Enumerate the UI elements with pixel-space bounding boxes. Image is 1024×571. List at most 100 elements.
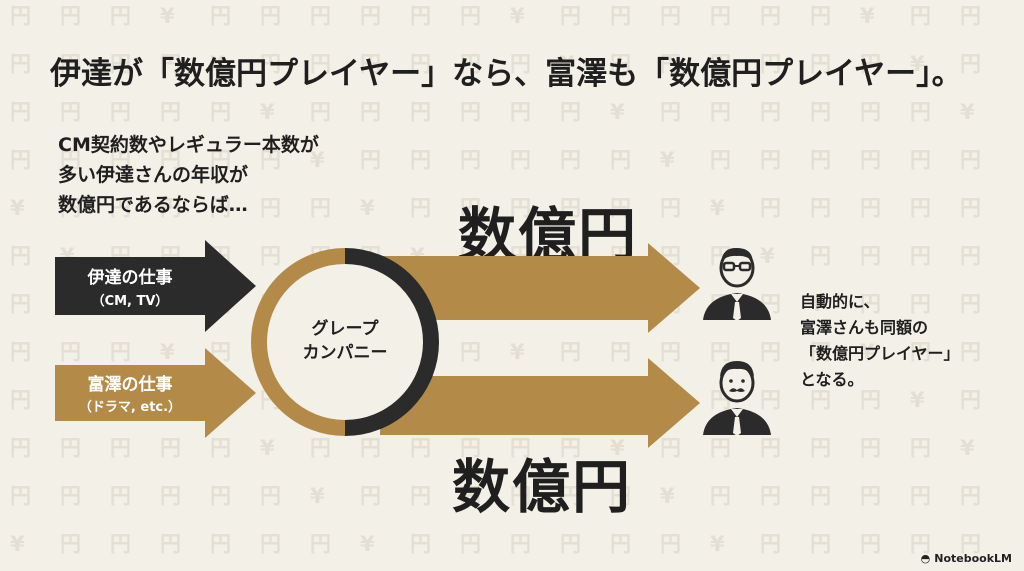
- background-glyph: ¥: [710, 196, 725, 220]
- background-glyph: 円: [910, 340, 931, 364]
- background-glyph: 円: [560, 148, 581, 172]
- background-glyph: ¥: [360, 532, 375, 556]
- background-glyph: ¥: [10, 196, 25, 220]
- background-glyph: ¥: [860, 4, 875, 28]
- background-glyph: 円: [110, 340, 131, 364]
- background-glyph: 円: [560, 484, 581, 508]
- background-glyph: 円: [760, 52, 781, 76]
- background-glyph: ¥: [810, 292, 825, 316]
- company-ring-left: [251, 248, 346, 436]
- background-glyph: 円: [610, 52, 631, 76]
- background-glyph: 円: [510, 52, 531, 76]
- background-glyph: 円: [610, 532, 631, 556]
- background-glyph: ¥: [260, 100, 275, 124]
- background-glyph: 円: [10, 292, 31, 316]
- background-glyph: 円: [960, 532, 981, 556]
- result-line: 「数億円プレイヤー」: [800, 344, 960, 363]
- background-glyph: 円: [660, 196, 681, 220]
- background-glyph: 円: [410, 436, 431, 460]
- background-glyph: 円: [910, 4, 931, 28]
- background-glyph: 円: [460, 436, 481, 460]
- background-glyph: 円: [760, 148, 781, 172]
- background-glyph: ¥: [760, 244, 775, 268]
- background-glyph: 円: [310, 532, 331, 556]
- background-glyph: 円: [360, 4, 381, 28]
- background-glyph: ¥: [910, 388, 925, 412]
- background-glyph: 円: [960, 340, 981, 364]
- background-glyph: 円: [610, 340, 631, 364]
- flow-to-date: [380, 243, 700, 335]
- background-glyph: ¥: [660, 148, 675, 172]
- date-work-title: 伊達の仕事: [87, 267, 173, 288]
- background-glyph: ¥: [10, 532, 25, 556]
- background-glyph: 円: [260, 196, 281, 220]
- background-glyph: 円: [660, 340, 681, 364]
- background-glyph: 円: [810, 436, 831, 460]
- background-glyph: 円: [510, 532, 531, 556]
- background-glyph: ¥: [510, 340, 525, 364]
- background-glyph: 円: [160, 100, 181, 124]
- background-glyph: 円: [110, 484, 131, 508]
- background-glyph: 円: [810, 4, 831, 28]
- background-glyph: 円: [60, 436, 81, 460]
- background-glyph: ¥: [210, 52, 225, 76]
- intro-line: 数億円であるならば…: [58, 194, 248, 216]
- background-glyph: 円: [10, 52, 31, 76]
- tomizawa-work-arrow: [55, 348, 256, 438]
- background-glyph: 円: [810, 244, 831, 268]
- background-glyph: 円: [910, 532, 931, 556]
- background-glyph: 円: [10, 100, 31, 124]
- background-glyph: 円: [960, 292, 981, 316]
- company-name-line1: グレープ: [312, 318, 380, 339]
- background-glyph: 円: [810, 484, 831, 508]
- result-line: 自動的に、: [800, 292, 880, 311]
- background-glyph: 円: [160, 484, 181, 508]
- background-glyph: 円: [560, 532, 581, 556]
- background-glyph: 円: [410, 4, 431, 28]
- background-glyph: ¥: [610, 436, 625, 460]
- background-glyph: 円: [460, 196, 481, 220]
- background-glyph: 円: [210, 100, 231, 124]
- background-glyph: 円: [210, 436, 231, 460]
- background-glyph: 円: [960, 4, 981, 28]
- background-glyph: 円: [810, 388, 831, 412]
- background-glyph: 円: [860, 484, 881, 508]
- background-glyph: ¥: [310, 148, 325, 172]
- background-glyph: ¥: [560, 52, 575, 76]
- background-glyph: 円: [960, 196, 981, 220]
- background-glyph: 円: [110, 4, 131, 28]
- background-glyph: 円: [810, 100, 831, 124]
- background-glyph: 円: [810, 340, 831, 364]
- background-glyph: 円: [210, 196, 231, 220]
- background-glyph: 円: [60, 148, 81, 172]
- background-glyph: 円: [110, 148, 131, 172]
- date-work-arrow: [55, 240, 256, 332]
- background-glyph: 円: [660, 4, 681, 28]
- background-glyph: ¥: [660, 484, 675, 508]
- background-glyph: 円: [60, 100, 81, 124]
- background-glyph: 円: [410, 532, 431, 556]
- background-glyph: 円: [360, 484, 381, 508]
- background-glyph: 円: [560, 196, 581, 220]
- brand-label: NotebookLM: [934, 552, 1012, 565]
- background-glyph: 円: [860, 436, 881, 460]
- background-glyph: 円: [610, 148, 631, 172]
- background-glyph: 円: [860, 532, 881, 556]
- background-glyph: 円: [860, 292, 881, 316]
- background-glyph: 円: [710, 52, 731, 76]
- background-glyph: ¥: [510, 4, 525, 28]
- company-ring-right: [344, 248, 439, 436]
- tomizawa-work-sub: （ドラマ, etc.）: [79, 399, 181, 415]
- company-name-line2: カンパニー: [303, 343, 388, 363]
- background-glyph: 円: [10, 484, 31, 508]
- background-glyph: 円: [660, 436, 681, 460]
- background-glyph: 円: [60, 196, 81, 220]
- background-glyph: 円: [710, 100, 731, 124]
- background-glyph: 円: [260, 148, 281, 172]
- background-glyph: 円: [160, 52, 181, 76]
- background-glyph: 円: [210, 532, 231, 556]
- background-glyph: 円: [960, 148, 981, 172]
- background-glyph: 円: [910, 484, 931, 508]
- background-glyph: ¥: [960, 436, 975, 460]
- background-glyph: 円: [560, 340, 581, 364]
